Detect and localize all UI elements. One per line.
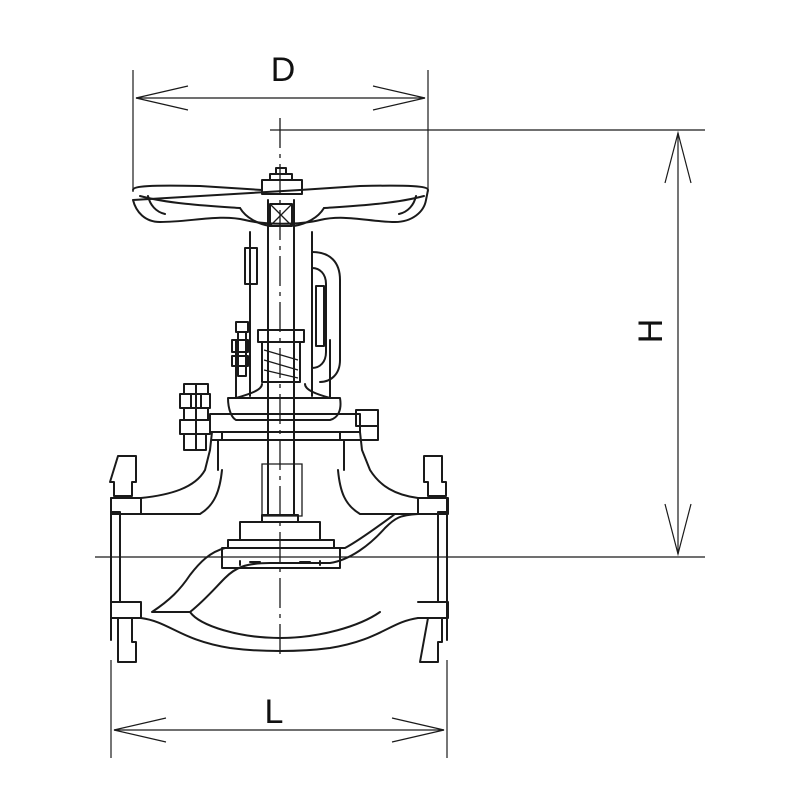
stem-body (267, 199, 295, 516)
label-d: D (271, 51, 296, 89)
arrowhead-left (113, 717, 167, 743)
yoke-sides (249, 231, 313, 397)
valve-disc (239, 514, 321, 541)
body-inner-shell (140, 469, 419, 515)
yoke-lug (244, 247, 258, 285)
bonnet-shell (235, 339, 331, 399)
dimension-d: D (132, 51, 429, 192)
stem-guide (261, 463, 303, 517)
arrowhead-bottom (664, 503, 692, 557)
stem-tip (275, 167, 287, 175)
handwheel-rim (132, 184, 429, 225)
right-flange-lip-bottom (417, 601, 449, 619)
dimension-l: L (110, 660, 448, 758)
left-flange-bolt-top (109, 455, 137, 497)
bonnet (179, 231, 361, 451)
internal-partition-left (151, 547, 271, 613)
handwheel-grip-marks (147, 195, 417, 215)
arrowhead-left (135, 85, 189, 111)
dimension-h: H (95, 129, 705, 558)
handwheel (132, 167, 429, 227)
bonnet-bolt (179, 383, 211, 451)
right-flange-bolt-top (423, 455, 447, 497)
arrowhead-right (372, 85, 426, 111)
stem-square-cross (269, 203, 293, 227)
body-shell (140, 431, 419, 652)
packing-gland (257, 329, 305, 383)
label-h: H (632, 319, 670, 344)
internal-partition-right (269, 513, 419, 564)
yoke-slot (315, 285, 325, 347)
yoke-arm-outer (311, 251, 341, 383)
left-flange-bolt-bottom (117, 617, 137, 663)
yoke-arm-inner (311, 267, 327, 369)
arrowhead-top (664, 130, 692, 184)
bonnet-bolt-center (190, 383, 202, 451)
right-flange-bolt-bottom (419, 617, 443, 663)
bonnet-base (227, 397, 342, 421)
arrowhead-right (391, 717, 445, 743)
lower-chamber-arc (189, 611, 381, 639)
handwheel-hub (239, 207, 325, 227)
label-l: L (265, 693, 284, 731)
handwheel-spoke-edges (139, 195, 425, 209)
packing-hatch (263, 349, 299, 379)
stem (261, 199, 303, 517)
gland-bolt (231, 321, 249, 377)
body-boss-right (355, 409, 379, 441)
left-flange-lip-bottom (110, 601, 142, 619)
valve-body (109, 409, 449, 663)
seat-details (239, 560, 321, 566)
